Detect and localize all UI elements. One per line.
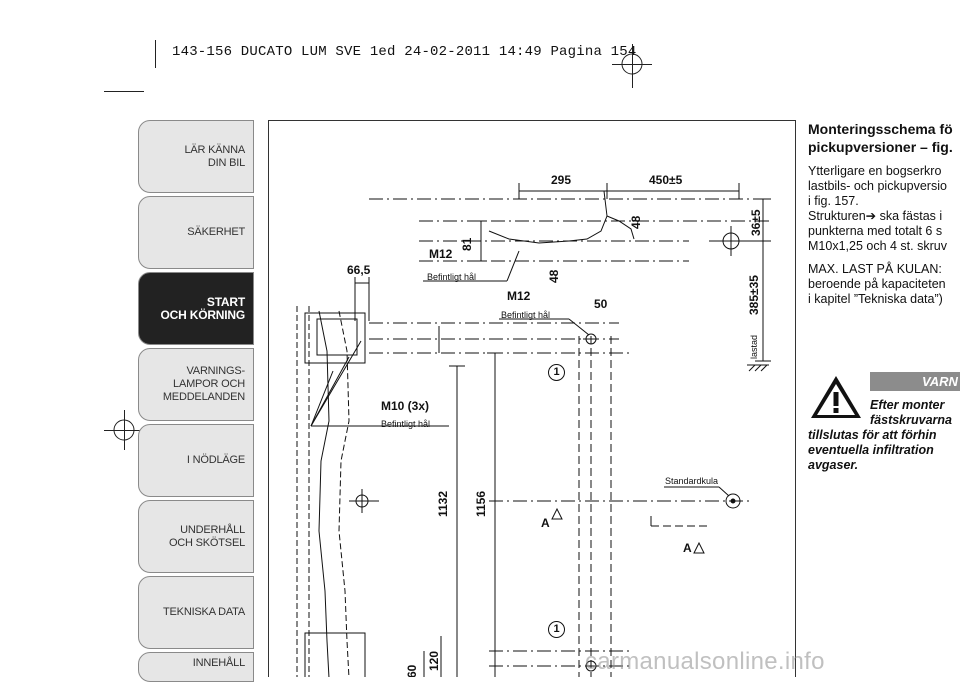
- paragraph-line: i fig. 157.: [808, 194, 859, 208]
- befintligt-hal-3: Befintligt hål: [381, 419, 431, 429]
- diagram-drawing: [296, 183, 771, 677]
- warning-line: Efter monter: [870, 398, 945, 412]
- warning-icon: [808, 372, 864, 422]
- warning-title-text: VARN: [922, 374, 958, 389]
- m10-label: M10 (3x): [381, 399, 430, 413]
- section-heading: Monteringsschema fö: [808, 121, 953, 137]
- warning-line: eventuella infiltration: [808, 443, 934, 457]
- warning-title: VARN: [870, 372, 960, 391]
- tab-sakerhet[interactable]: SÄKERHET: [138, 196, 254, 269]
- tab-varningslampor[interactable]: VARNINGS- LAMPOR OCH MEDDELANDEN: [138, 348, 254, 421]
- registration-mark: [621, 53, 643, 75]
- dim-385: 385±35: [747, 275, 761, 315]
- warning-line: fästskruvarna: [870, 413, 952, 427]
- watermark: carmanualsonline.info: [585, 648, 825, 675]
- lastad-label: lastad: [749, 334, 759, 359]
- paragraph-line: MAX. LAST PÅ KULAN:: [808, 262, 942, 276]
- section-heading: pickupversioner – fig.: [808, 139, 953, 155]
- tab-label: LÄR KÄNNA DIN BIL: [184, 143, 245, 169]
- warning-text: Efter monter fästskruvarna tillslutas fö…: [808, 398, 960, 473]
- tab-label: START OCH KÖRNING: [160, 294, 246, 322]
- dim-48-b: 48: [547, 269, 561, 283]
- callout-1: 1: [548, 621, 565, 638]
- dim-50: 50: [594, 297, 608, 311]
- tab-innehall[interactable]: INNEHÅLL: [138, 652, 254, 682]
- dim-60: 60: [405, 664, 419, 677]
- tab-label: I NÖDLÄGE: [186, 454, 245, 466]
- crop-mark: [155, 40, 156, 68]
- crop-mark: [612, 64, 652, 65]
- paragraph-line: beroende på kapaciteten: [808, 277, 946, 291]
- paragraph-line: punkterna med totalt 6 s: [808, 224, 943, 238]
- dim-1132: 1132: [436, 490, 450, 517]
- crop-mark: [632, 44, 633, 88]
- paragraph-text: ska fästas i: [876, 209, 943, 223]
- tab-i-nodlage[interactable]: I NÖDLÄGE: [138, 424, 254, 497]
- dim-450: 450±5: [649, 173, 683, 187]
- tab-lar-kanna[interactable]: LÄR KÄNNA DIN BIL: [138, 120, 254, 193]
- warning-line: avgaser.: [808, 458, 859, 472]
- paragraph-text: Strukturen: [808, 209, 866, 223]
- dim-81: 81: [460, 237, 474, 251]
- m12-top-label: M12: [429, 247, 453, 261]
- callout-1: 1: [548, 364, 565, 381]
- dim-1156: 1156: [474, 490, 488, 517]
- tab-label: SÄKERHET: [187, 226, 245, 238]
- paragraph-line: M10x1,25 och 4 st. skruv: [808, 239, 947, 253]
- tab-tekniska-data[interactable]: TEKNISKA DATA: [138, 576, 254, 649]
- tab-start-och-korning[interactable]: START OCH KÖRNING: [138, 272, 254, 345]
- tab-label: UNDERHÅLL OCH SKÖTSEL: [168, 523, 245, 549]
- crop-mark: [124, 410, 125, 450]
- arrow-icon: ➔: [865, 209, 877, 223]
- mounting-diagram: 295 450±5 36±5 385±35 lastad 48 48 81 50…: [268, 120, 796, 677]
- section-marker-a: A: [683, 541, 692, 555]
- registration-mark: [113, 419, 135, 441]
- paragraph-line: Ytterligare en bogserkro: [808, 164, 942, 178]
- print-slug: 143-156 DUCATO LUM SVE 1ed 24-02-2011 14…: [172, 44, 637, 60]
- tab-underhall[interactable]: UNDERHÅLL OCH SKÖTSEL: [138, 500, 254, 573]
- paragraph-line: Strukturen➔ ska fästas i: [808, 209, 960, 224]
- tab-label: TEKNISKA DATA: [163, 606, 245, 618]
- dim-295: 295: [551, 173, 572, 187]
- section-marker-a: A: [541, 516, 550, 530]
- befintligt-hal-2: Befintligt hål: [501, 310, 551, 320]
- paragraph-line: lastbils- och pickupversio: [808, 179, 947, 193]
- befintligt-hal-1: Befintligt hål: [427, 272, 477, 282]
- paragraph-line: i kapitel ”Tekniska data”): [808, 292, 943, 306]
- warning-line: tillslutas för att förhin: [808, 428, 937, 442]
- tab-label: VARNINGS- LAMPOR OCH MEDDELANDEN: [162, 365, 245, 403]
- crop-mark: [104, 91, 144, 92]
- instruction-text: Monteringsschema fö pickupversioner – fi…: [808, 120, 960, 307]
- dim-66-5: 66,5: [347, 263, 371, 277]
- standardkula-label: Standardkula: [665, 476, 719, 486]
- dim-36: 36±5: [749, 209, 763, 236]
- m12-mid-label: M12: [507, 289, 531, 303]
- dim-120: 120: [427, 650, 441, 671]
- tab-label: INNEHÅLL: [192, 657, 245, 669]
- dim-48-a: 48: [629, 215, 643, 229]
